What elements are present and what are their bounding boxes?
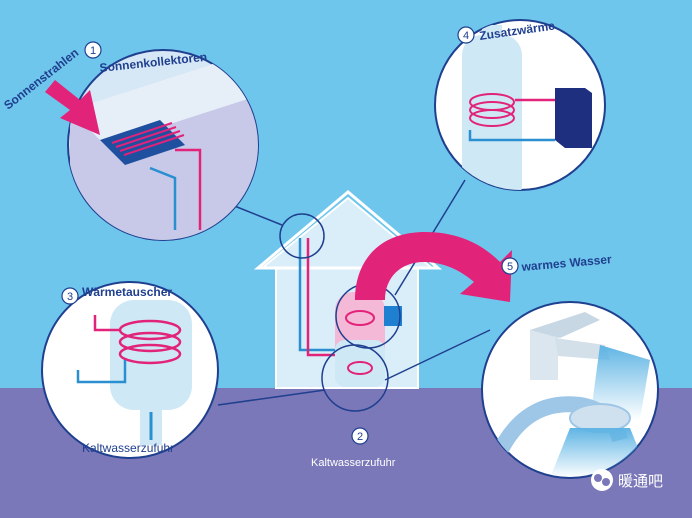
central-tank (335, 292, 402, 387)
detail-collectors (67, 49, 259, 241)
svg-text:1: 1 (90, 45, 96, 57)
badge-3: 3 (61, 287, 79, 305)
svg-text:2: 2 (357, 431, 363, 443)
detail-heat-exchanger (41, 281, 219, 459)
house-pipes (298, 238, 340, 357)
svg-text:暖通吧: 暖通吧 (618, 472, 663, 490)
detail-warm-water (481, 301, 659, 479)
svg-text:3: 3 (67, 291, 73, 303)
label-cold-supply-center: Kaltwasserzufuhr (311, 457, 396, 469)
svg-text:4: 4 (463, 30, 469, 42)
badge-5: 5 (501, 257, 519, 275)
hot-water-arrow (355, 232, 512, 302)
label-heat-exchanger: Wärmetauscher (82, 285, 172, 299)
magnifier-roof (279, 213, 325, 259)
badge-4: 4 (457, 26, 475, 44)
watermark: 暖通吧 (591, 469, 663, 491)
detail-extra-heat (434, 19, 606, 191)
svg-text:5: 5 (507, 261, 513, 273)
label-cold-supply-left: Kaltwasserzufuhr (82, 441, 174, 455)
badge-2: 2 (351, 427, 369, 445)
sun-rays-arrow (45, 80, 100, 135)
badge-1: 1 (84, 41, 102, 59)
